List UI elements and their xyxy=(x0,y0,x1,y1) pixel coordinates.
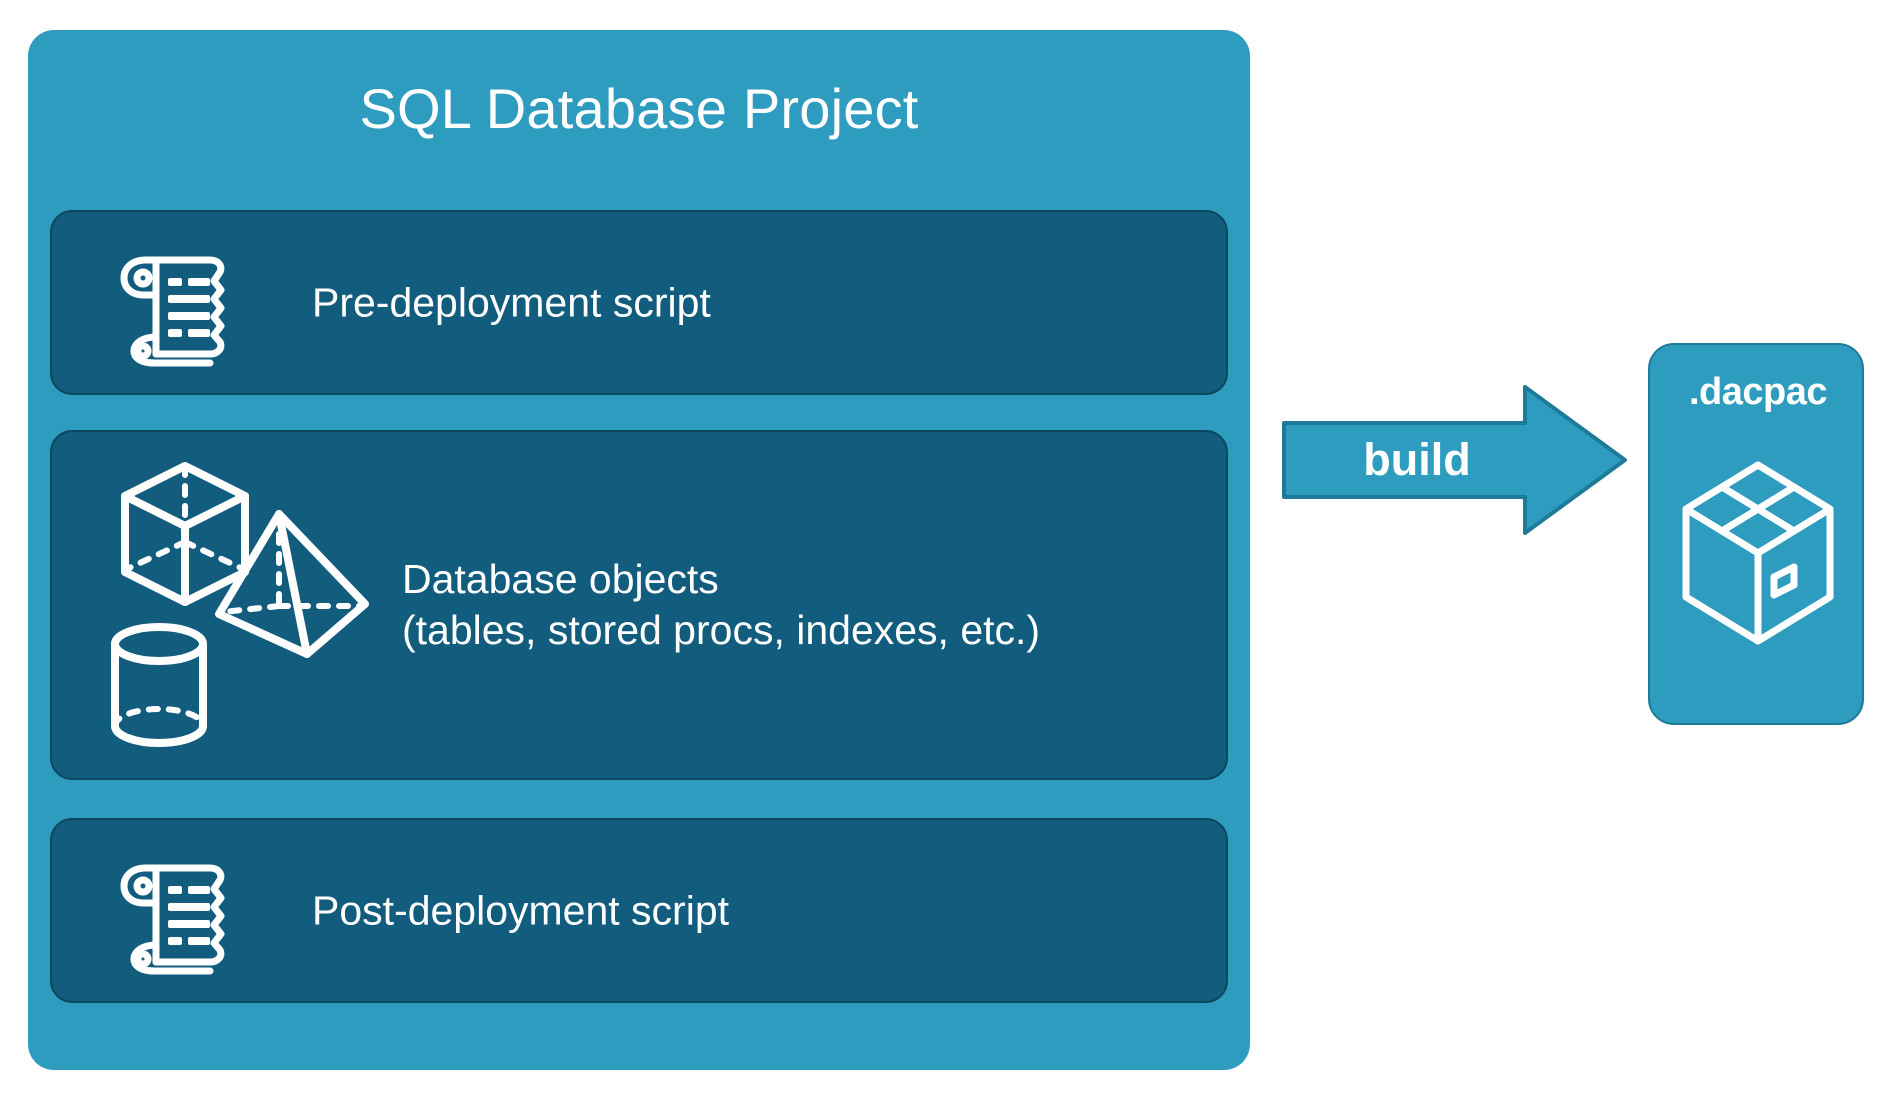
card-pre-deployment-label: Pre-deployment script xyxy=(312,279,711,326)
dacpac-output-panel[interactable]: .dacpac xyxy=(1648,343,1864,725)
dacpac-title: .dacpac xyxy=(1688,371,1828,413)
card-post-deployment[interactable]: Post-deployment script xyxy=(50,818,1228,1003)
build-arrow xyxy=(1282,385,1627,535)
scroll-icon xyxy=(110,238,240,368)
card-pre-deployment[interactable]: Pre-deployment script xyxy=(50,210,1228,395)
card-database-objects-label: Database objects (tables, stored procs, … xyxy=(402,556,1041,653)
page-title: SQL Database Project xyxy=(359,77,919,140)
shapes-icon xyxy=(107,454,372,754)
scroll-icon xyxy=(110,846,240,976)
package-box-icon xyxy=(1678,457,1838,647)
card-post-deployment-label: Post-deployment script xyxy=(312,887,730,934)
sql-database-project-panel: SQL Database Project xyxy=(28,30,1250,1070)
card-database-objects[interactable]: Database objects (tables, stored procs, … xyxy=(50,430,1228,780)
